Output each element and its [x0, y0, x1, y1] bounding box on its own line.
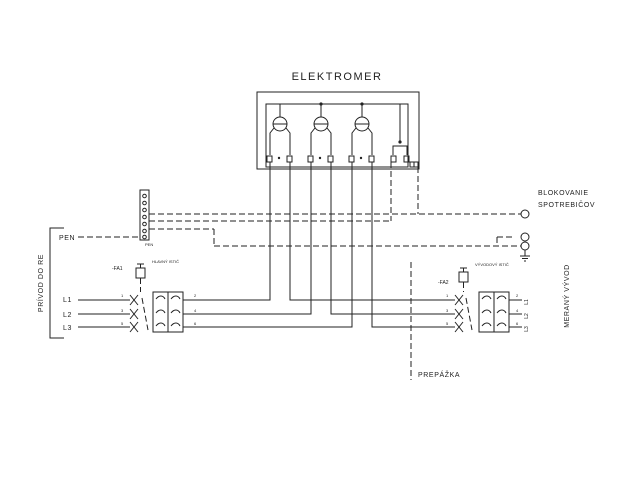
svg-text:1: 1: [121, 293, 124, 298]
blocking-terminal: [520, 209, 530, 219]
outlet-phase-l2: L2: [524, 313, 530, 319]
svg-text:2: 2: [516, 293, 519, 298]
phase-label-l3: L3: [63, 325, 72, 332]
pen-label: PEN: [59, 235, 75, 242]
supply-bracket: [49, 227, 64, 339]
meter-title: ELEKTROMER: [292, 71, 383, 83]
pen-terminal-block: [139, 189, 150, 241]
dashed-conductors: [78, 162, 521, 247]
meter-element-3: [351, 104, 373, 155]
svg-text:1: 1: [446, 293, 449, 298]
svg-text:6: 6: [194, 321, 197, 326]
svg-text:4: 4: [516, 308, 519, 313]
svg-text:2: 2: [194, 293, 197, 298]
blocking-label-1: BLOKOVANIE: [538, 190, 589, 197]
supply-phase-wires: [78, 299, 130, 328]
pe-terminals: [520, 232, 530, 262]
supply-label: PRÍVOD DO RE: [36, 254, 45, 312]
outlet-wires: [509, 299, 522, 328]
phase-label-l2: L2: [63, 312, 72, 319]
svg-text:5: 5: [121, 321, 124, 326]
breaker-fa2-tag: -FA2: [438, 280, 449, 286]
svg-text:3: 3: [446, 308, 449, 313]
meter-terminals: [266, 155, 419, 168]
meter-outer-box: [256, 91, 420, 170]
breaker-fa1-numbers: 1 3 5 2 4 6: [121, 293, 197, 326]
phase-label-l1: L1: [63, 297, 72, 304]
meter-element-2: [310, 104, 332, 155]
meter-output-wires: [289, 162, 455, 328]
outlet-phase-l1: L1: [524, 299, 530, 305]
blocking-label-2: SPOTREBIČOV: [538, 200, 595, 209]
breaker-fa2: [454, 267, 510, 333]
meter-voltage-bus: [280, 102, 408, 155]
svg-text:6: 6: [516, 321, 519, 326]
meter-input-wires: [183, 162, 353, 328]
pen-terminal-label: PEN: [145, 242, 153, 247]
breaker-fa2-numbers: 1 3 5 2 4 6: [446, 293, 519, 326]
outlet-label: MERANÝ VÝVOD: [562, 264, 571, 328]
breaker-fa1-name: HLAVNÝ ISTIČ: [152, 259, 179, 264]
breaker-fa2-name: VÝVODOVÝ ISTIČ: [475, 262, 509, 267]
svg-text:3: 3: [121, 308, 124, 313]
breaker-fa1: [129, 263, 184, 333]
breaker-fa1-tag: -FA1: [112, 266, 123, 272]
outlet-phase-l3: L3: [524, 326, 530, 332]
meter-element-1: [269, 104, 291, 155]
partition-label: PREPÁŽKA: [418, 370, 460, 379]
svg-text:5: 5: [446, 321, 449, 326]
svg-text:4: 4: [194, 308, 197, 313]
